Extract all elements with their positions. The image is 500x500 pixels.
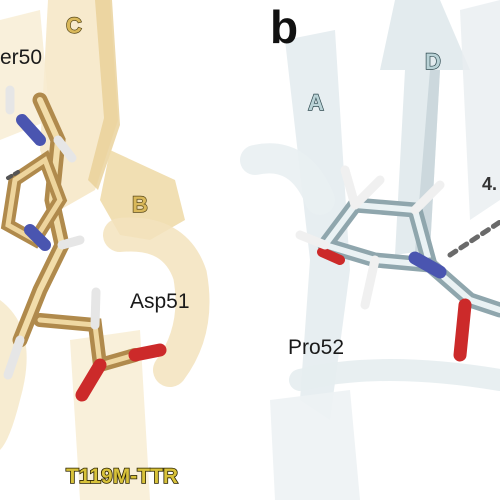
ribbon-lower-right <box>289 359 500 391</box>
ribbon-strand-b <box>100 150 185 240</box>
strand-label-c: C <box>66 13 82 38</box>
residue-label-asp51: Asp51 <box>130 290 190 313</box>
stick-model-right <box>295 165 500 362</box>
variant-label: T119M-TTR <box>66 465 178 488</box>
ribbon-strand-c-edge <box>88 0 120 190</box>
stick-ring-hl <box>5 156 63 244</box>
stick-hydrogen-1 <box>53 135 77 163</box>
pro52-oxygen-left <box>317 247 345 265</box>
distance-label: 4. <box>482 174 497 194</box>
panel-divider <box>248 0 254 500</box>
pro52-oxygen <box>453 298 472 362</box>
left-panel: C B er50 Asp51 T119M-TTR <box>0 0 210 500</box>
stick-hydrogen-3 <box>90 287 101 330</box>
pro52-hydrogen-3 <box>410 180 445 215</box>
stick-oxygen-a <box>128 343 167 362</box>
stick-oxygen-b <box>75 358 107 402</box>
pro52-nitrogen <box>408 251 447 279</box>
pro52-hydrogen-4 <box>360 255 380 310</box>
residue-label-ser50: er50 <box>0 46 42 69</box>
ribbon-loop <box>103 217 210 387</box>
stick-hydrogen-2 <box>57 235 85 250</box>
stick-sidechain-asp51-hl <box>37 317 138 369</box>
strand-label-d: D <box>425 49 441 74</box>
hbond-dashes-left <box>6 170 20 180</box>
ribbon-strand-d <box>380 0 470 255</box>
panel-letter-b: b <box>270 1 298 53</box>
pro52-hydrogen-5 <box>295 230 330 250</box>
strand-label-a: A <box>308 90 324 115</box>
pro52-hydrogen-1 <box>340 165 360 210</box>
ribbon-strand-a <box>285 30 350 420</box>
residue-label-pro52: Pro52 <box>288 336 344 359</box>
stick-model-left <box>0 85 167 402</box>
ribbon-strand-right-edge <box>460 0 500 220</box>
strand-label-b: B <box>132 192 148 217</box>
pro52-hydrogen-2 <box>350 175 385 210</box>
stick-backbone-hl <box>17 97 66 343</box>
ribbon-loop-right <box>240 143 335 215</box>
ribbon-strand-bottom <box>270 390 360 500</box>
right-panel: b A D Pro52 4. <box>240 0 500 500</box>
hbond-dashes-right <box>447 219 500 258</box>
stick-nitrogen-2 <box>24 224 51 251</box>
stick-nitrogen-1 <box>16 114 46 146</box>
stick-hydrogen-4 <box>3 335 25 380</box>
proline-ring-hl <box>322 202 433 268</box>
